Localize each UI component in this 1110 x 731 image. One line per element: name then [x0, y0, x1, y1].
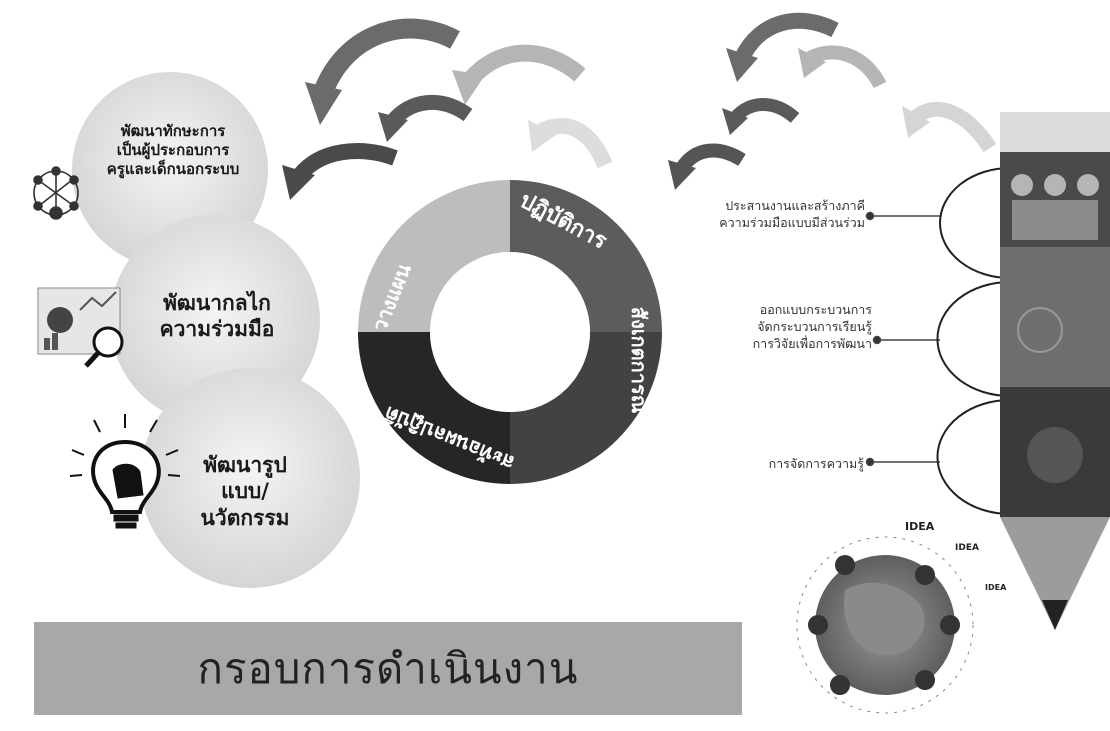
bubble-innovation-line: พัฒนารูปแบบ/ — [203, 453, 287, 504]
activity-line: ออกแบบกระบวนการ — [759, 302, 872, 317]
activity-line: ประสานงานและสร้างภาคี — [725, 198, 865, 213]
curved-arrow-icon — [452, 44, 586, 105]
activity-partnership: ประสานงานและสร้างภาคี ความร่วมมือแบบมีส่… — [640, 198, 865, 232]
lightbulb-hand-icon — [69, 414, 181, 529]
bubble-skills-text: พัฒนาทักษะการ เป็นผู้ประกอบการ ครูและเด็… — [88, 122, 258, 178]
cycle-segment-reflect — [358, 332, 510, 484]
curved-arrow-icon — [722, 98, 800, 135]
title-banner: กรอบการดำเนินงาน — [34, 622, 742, 715]
curved-arrow-icon — [668, 143, 746, 190]
globe-word: IDEA — [905, 520, 935, 533]
activity-line: จัดกระบวนการเรียนรู้ — [757, 318, 872, 334]
globe-word: IDEA — [955, 543, 979, 553]
curved-arrow-icon — [902, 101, 997, 153]
globe-word: IDEA — [985, 583, 1007, 592]
curved-arrow-icon — [798, 45, 887, 89]
cycle-segment-operate — [510, 180, 662, 332]
bubble-skills-line: พัฒนาทักษะการ — [120, 122, 226, 140]
bubble-skills-line: ครูและเด็กนอกระบบ — [106, 159, 240, 178]
curved-arrow-icon — [282, 143, 398, 200]
innovation-bubble — [140, 368, 360, 588]
curved-arrow-icon — [726, 12, 839, 82]
activity-design-process: ออกแบบกระบวนการ จัดกระบวนการเรียนรู้ การ… — [640, 302, 872, 353]
bubble-skills-line: เป็นผู้ประกอบการ — [116, 140, 230, 159]
activity-line: การจัดการความรู้ — [768, 456, 864, 471]
bubble-innovation-text: พัฒนารูปแบบ/ นวัตกรรม — [180, 452, 310, 531]
activity-line: การวิจัยเพื่อการพัฒนา — [752, 335, 872, 351]
curved-arrow-icon — [378, 94, 473, 142]
pencil-icon — [1000, 112, 1110, 630]
cycle-segment-observe — [510, 332, 662, 484]
curved-arrow-icon — [528, 117, 613, 169]
curved-arrow-icon — [305, 18, 460, 125]
activity-line: ความร่วมมือแบบมีส่วนร่วม — [719, 214, 865, 230]
activity-connectors — [865, 211, 940, 467]
cycle-label-observe: สังเกตการณ์ — [627, 307, 651, 414]
bubble-cooperation-line: พัฒนากลไก — [163, 291, 271, 315]
globe-doodle-icon: IDEA IDEA IDEA — [796, 520, 1007, 714]
activity-brackets — [936, 167, 1011, 515]
bubble-cooperation-line: ความร่วมมือ — [159, 317, 275, 342]
bubble-innovation-line: นวัตกรรม — [200, 505, 290, 530]
network-people-icon — [33, 166, 79, 220]
magnifier-chart-icon — [37, 287, 124, 368]
activity-knowledge-management: การจัดการความรู้ — [640, 456, 864, 473]
banner-title: กรอบการดำเนินงาน — [197, 643, 579, 693]
cycle-segment-plan — [358, 180, 510, 332]
bubble-cooperation-text: พัฒนากลไก ความร่วมมือ — [132, 290, 302, 343]
cycle-donut — [358, 180, 662, 484]
